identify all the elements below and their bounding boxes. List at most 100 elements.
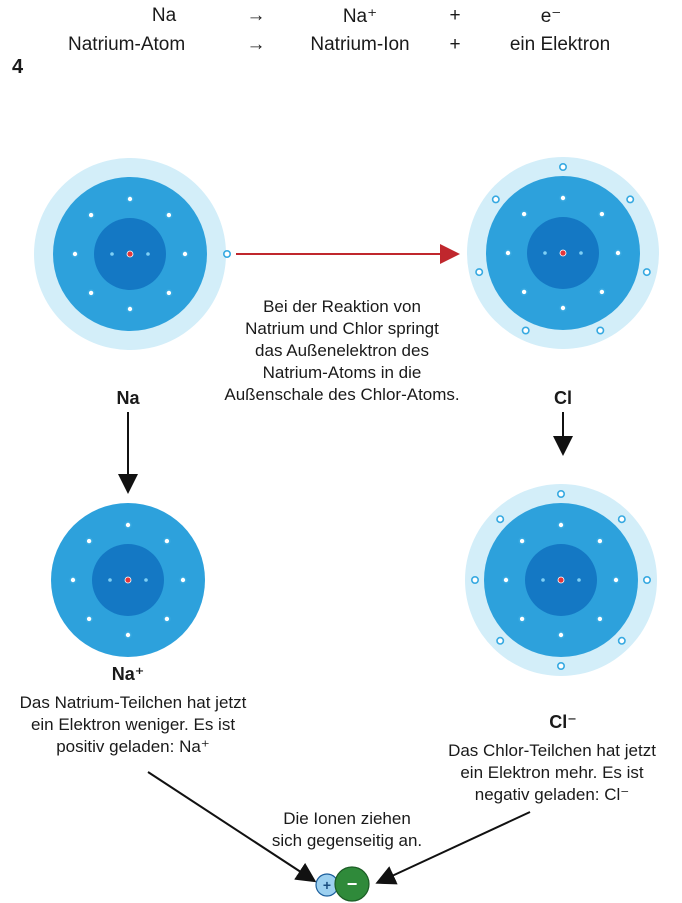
electron [110,252,114,256]
minus-sign: − [347,874,358,894]
eq-natrium-ion: Natrium-Ion [310,34,410,55]
electron [491,195,500,204]
electron [85,537,93,545]
electron [557,521,565,529]
electron [614,249,622,257]
electron [577,578,581,582]
eq-arrow-1: → [246,5,266,26]
sodium-ion [51,503,205,657]
caption-line: Das Natrium-Teilchen hat jetzt [19,693,247,712]
electron [126,195,134,203]
na-ion-label: Na⁺ [111,664,145,684]
electron [541,578,545,582]
reaction-line: das Außenelektron des [255,341,429,360]
cl-attraction-arrow [375,811,531,885]
caption-line: ein Elektron weniger. Es ist [30,715,236,734]
ion-pair: + − [315,866,370,902]
electron [521,326,530,335]
electron [502,576,510,584]
attraction-text: Die Ionen ziehen sich gegenseitig an. [262,808,432,852]
electron [596,615,604,623]
caption-line: negativ geladen: Cl⁻ [474,785,630,804]
na-atom-label: Na [116,388,140,408]
chloride-ion [465,484,657,676]
eq-plus-2: + [449,34,461,55]
electron [87,211,95,219]
attraction-line: Die Ionen ziehen [283,809,411,828]
electron [612,576,620,584]
electron [520,210,528,218]
electron [165,211,173,219]
eq-ein-elektron: ein Elektron [509,34,611,55]
electron [579,251,583,255]
electron [163,537,171,545]
electron [496,636,505,645]
nucleus [559,249,567,257]
electron [596,537,604,545]
eq-na-ion: Na⁺ [342,6,378,27]
electron [165,289,173,297]
electron [179,576,187,584]
electron [144,578,148,582]
eq-na: Na [151,5,177,26]
electron [642,268,651,277]
caption-line: ein Elektron mehr. Es ist [460,763,644,782]
sodium-atom [34,158,232,350]
electron [181,250,189,258]
electron [71,250,79,258]
reaction-line: Natrium-Atoms in die [262,363,422,382]
nucleus [126,250,134,258]
cl-ion-label: Cl⁻ [549,712,577,732]
electron [475,268,484,277]
eq-plus-1: + [449,5,461,26]
electron [642,575,651,584]
electron [617,515,626,524]
minus-ion-icon [334,866,370,902]
electron [85,615,93,623]
electron [598,210,606,218]
electron [124,631,132,639]
electron [559,194,567,202]
electron [496,515,505,524]
figure-number: 4 [12,56,24,78]
cl-ion-caption: Das Chlor-Teilchen hat jetzt ein Elektro… [424,740,680,806]
nucleus [557,576,565,584]
reaction-description: Bei der Reaktion von Natrium und Chlor s… [212,296,472,406]
electron [617,636,626,645]
electron [146,252,150,256]
electron [504,249,512,257]
caption-line: positiv geladen: Na⁺ [56,737,210,756]
nucleus [124,576,132,584]
reaction-line: Außenschale des Chlor-Atoms. [224,385,460,404]
electron [598,288,606,296]
electron [520,288,528,296]
electron [126,305,134,313]
attraction-line: sich gegenseitig an. [271,831,423,850]
electron [558,163,567,172]
electron [124,521,132,529]
eq-arrow-2: → [246,34,266,55]
electron [87,289,95,297]
electron [518,615,526,623]
eq-natrium-atom: Natrium-Atom [68,34,186,55]
electron [69,576,77,584]
na-attraction-arrow [147,771,317,883]
na-ion-caption: Das Natrium-Teilchen hat jetzt ein Elekt… [0,692,266,758]
electron [559,304,567,312]
cl-atom-label: Cl [554,388,572,408]
reaction-line: Bei der Reaktion von [263,297,421,316]
electron [543,251,547,255]
transfer-electron [223,250,232,259]
electron [557,631,565,639]
electron [626,195,635,204]
electron [108,578,112,582]
caption-line: Das Chlor-Teilchen hat jetzt [448,741,656,760]
electron [518,537,526,545]
electron [556,661,565,670]
electron [596,326,605,335]
electron [163,615,171,623]
eq-electron: e⁻ [540,6,562,27]
chlorine-atom [467,157,659,349]
